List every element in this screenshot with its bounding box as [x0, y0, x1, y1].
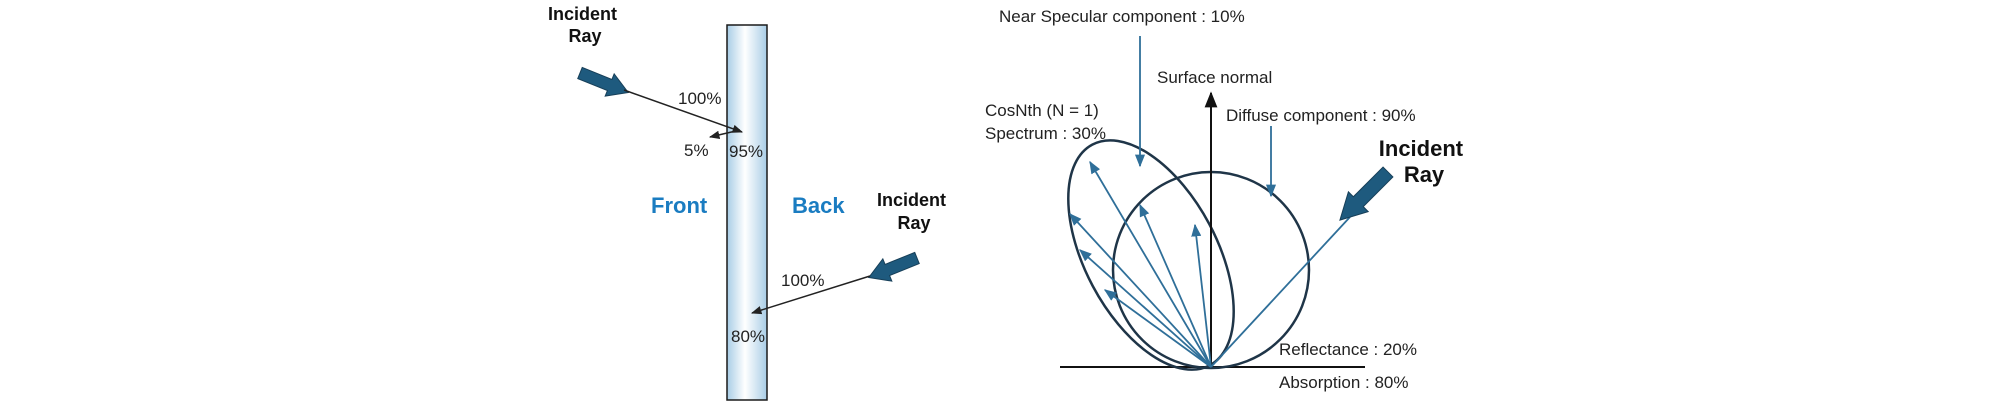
cosnth-label-line2: Spectrum : 30% [985, 124, 1106, 143]
incident-label-top-line2: Ray [568, 26, 601, 46]
back-label: Back [792, 193, 845, 218]
glass-pane [726, 24, 768, 401]
incident-label-rp-line1: Incident [1379, 136, 1464, 161]
ray-top-incident [623, 89, 743, 133]
reflected-ray-4 [1103, 289, 1212, 368]
incident-label-top: Incident Ray [548, 4, 622, 46]
incident-label-right: Incident Ray [877, 190, 951, 233]
pct-top-incident: 100% [678, 89, 721, 108]
pct-bottom-incident: 100% [781, 271, 824, 290]
incident-label-right-panel: Incident Ray [1379, 136, 1469, 187]
surface-normal-label: Surface normal [1157, 68, 1272, 87]
incident-label-top-line1: Incident [548, 4, 617, 24]
right-panel: Near Specular component : 10% Surface no… [985, 7, 1469, 392]
diffuse-label: Diffuse component : 90% [1226, 106, 1416, 125]
incident-ray-line [1210, 216, 1351, 368]
cosnth-label-line1: CosNth (N = 1) [985, 101, 1099, 120]
incident-arrow-top [577, 66, 630, 97]
reflected-ray-3 [1079, 249, 1212, 368]
pct-bottom-trans: 80% [731, 327, 765, 346]
pct-top-reflect: 5% [684, 141, 709, 160]
incident-label-rp-line2: Ray [1404, 162, 1445, 187]
reflected-rays [1069, 160, 1351, 368]
incident-label-right-line1: Incident [877, 190, 946, 210]
incident-label-right-line2: Ray [897, 213, 930, 233]
absorption-label: Absorption : 80% [1279, 373, 1408, 392]
ray-top-reflected [708, 129, 741, 139]
left-panel: Incident Ray 100% 5% 95% Front Back Inci… [548, 4, 951, 401]
reflectance-label: Reflectance : 20% [1279, 340, 1417, 359]
reflected-ray-2 [1069, 213, 1212, 368]
ray-bottom-incident [750, 275, 871, 315]
specular-lobe [1067, 139, 1235, 371]
near-specular-label: Near Specular component : 10% [999, 7, 1245, 26]
pct-top-trans: 95% [729, 142, 763, 161]
reflected-ray-5 [1139, 203, 1212, 368]
incident-arrow-right [1339, 166, 1394, 221]
incident-arrow-bottom [867, 251, 920, 282]
front-label: Front [651, 193, 708, 218]
reflected-ray-6 [1191, 223, 1212, 368]
cosnth-label: CosNth (N = 1) Spectrum : 30% [985, 101, 1106, 143]
reflected-ray-1 [1089, 160, 1212, 368]
